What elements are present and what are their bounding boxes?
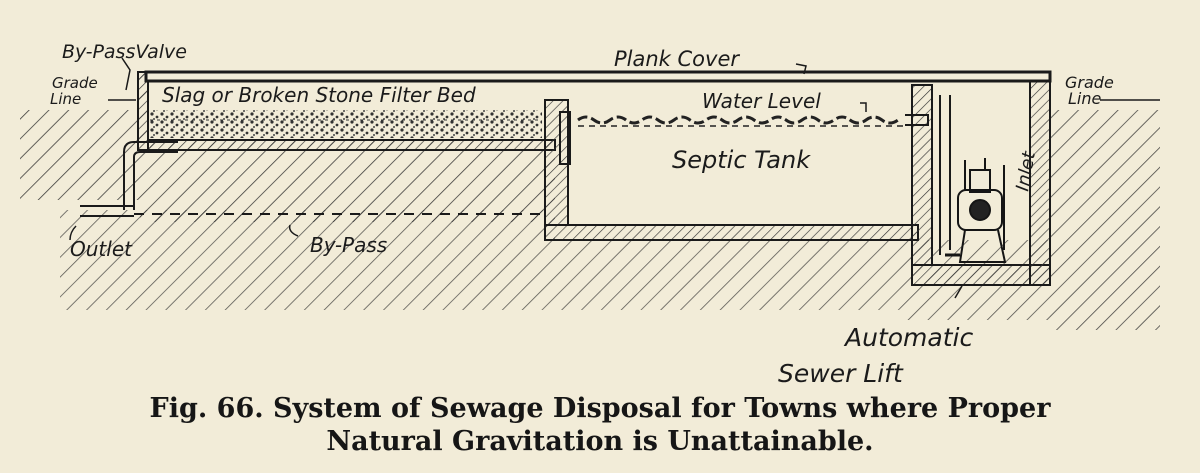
caption-line-1: Fig. 66. System of Sewage Disposal for T… (149, 393, 1051, 424)
grade-line-left-label-1: Grade (52, 74, 98, 92)
concrete-walls (137, 71, 1051, 286)
plank-cover-label: Plank Cover (614, 47, 740, 71)
ground-hatching (20, 72, 1160, 330)
caption-line-2: Natural Gravitation is Unattainable. (326, 426, 874, 457)
plank-cover (144, 70, 1052, 83)
filter-bed (150, 110, 542, 138)
sewer-lift-label: Sewer Lift (778, 359, 904, 388)
outlet-label: Outlet (70, 237, 133, 261)
bypass-valve-label: By-PassValve (62, 41, 187, 63)
grade-line-left-label-2: Line (50, 90, 81, 108)
figure-caption: Fig. 66. System of Sewage Disposal for T… (0, 392, 1200, 458)
filter-bed-label: Slag or Broken Stone Filter Bed (162, 83, 476, 107)
automatic-label: Automatic (843, 323, 973, 352)
bypass-label: By-Pass (310, 233, 387, 257)
automatic-sewer-lift-machine (945, 158, 1007, 263)
pipes (80, 95, 951, 255)
grade-line-right-label-1: Grade (1065, 73, 1114, 92)
septic-tank-label: Septic Tank (672, 146, 811, 174)
leader-lines (69, 57, 1160, 299)
water-level-line (577, 115, 899, 125)
grade-line-right-label-2: Line (1068, 89, 1102, 108)
water-level-label: Water Level (702, 89, 821, 113)
